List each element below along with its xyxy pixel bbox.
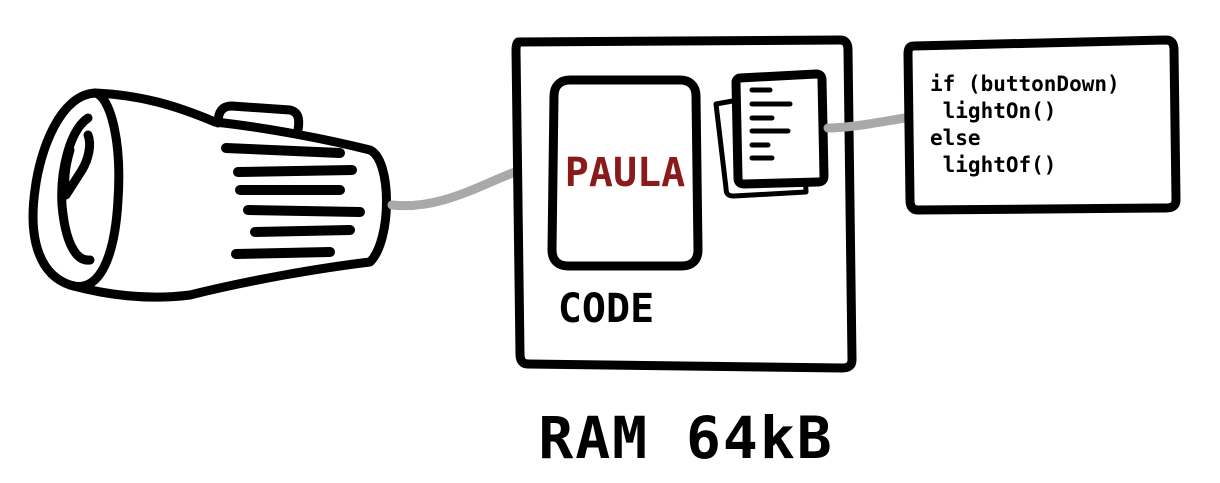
flashlight-icon [28,88,391,302]
code-line: lightOn() [930,99,1056,123]
wire-flashlight-to-ram [387,167,520,211]
code-label: CODE [558,286,654,332]
code-line: else [930,126,981,150]
ram-box [511,35,857,373]
documents-icon [713,69,829,199]
code-line: if (buttonDown) [930,72,1120,96]
chip-card [547,75,703,271]
wire-code-to-snippet [823,113,910,133]
code-snippet-box [903,35,1181,215]
code-line: lightOf() [930,153,1056,177]
chip-name-label: PAULA [565,150,685,196]
memory-label: RAM 64kB [538,404,833,472]
